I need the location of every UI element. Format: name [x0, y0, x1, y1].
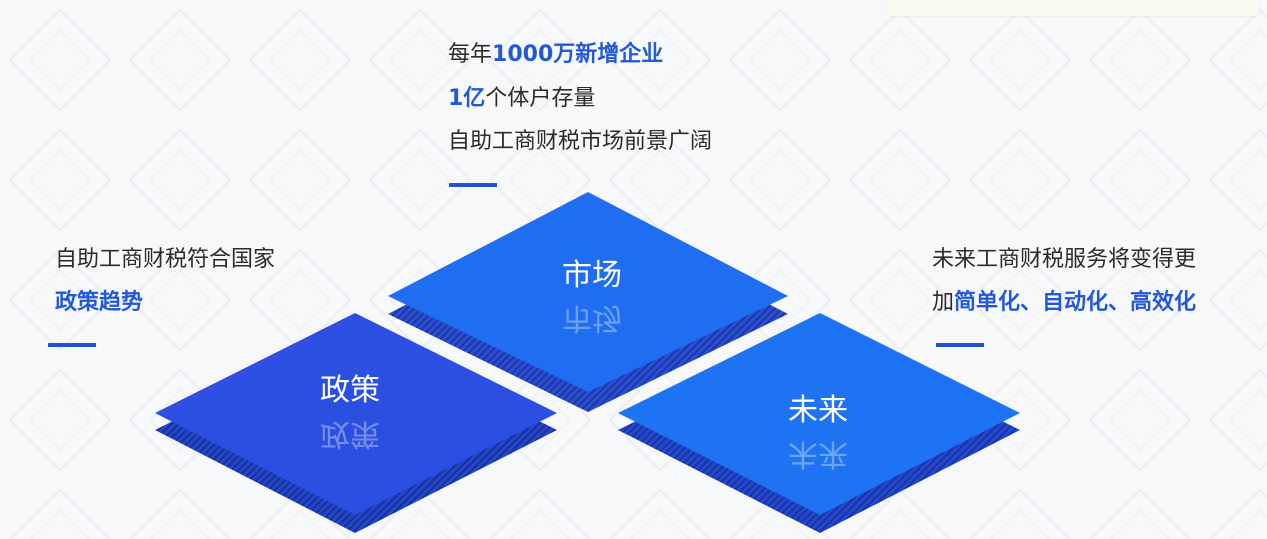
- market-line-1: 每年1000万新增企业: [448, 42, 664, 67]
- market-diamond-label-reflection: 市场: [562, 300, 622, 335]
- policy-line-1: 自助工商财税符合国家: [55, 247, 276, 272]
- future-description: 未来工商财税服务将变得更 加简单化、自动化、高效化: [932, 249, 1232, 319]
- market-diamond: 市场 市场: [388, 192, 788, 412]
- future-accent-bar: [936, 343, 984, 347]
- policy-accent-bar: [48, 343, 96, 347]
- policy-diamond: 政策 政策: [155, 313, 557, 533]
- market-description: 每年1000万新增企业 1亿个体户存量 自助工商财税市场前景广阔: [448, 44, 768, 154]
- future-diamond-label: 未来: [788, 393, 848, 428]
- policy-description: 自助工商财税符合国家 政策趋势: [55, 249, 315, 319]
- future-diamond-top: [618, 313, 1020, 515]
- policy-diamond-label: 政策: [320, 373, 380, 408]
- future-line-2: 加简单化、自动化、高效化: [932, 290, 1197, 315]
- market-accent-bar: [449, 183, 497, 187]
- market-diamond-top: [388, 192, 788, 392]
- policy-diamond-top: [155, 313, 557, 515]
- market-line-2: 1亿个体户存量: [448, 86, 596, 111]
- future-diamond: 未来 未来: [618, 313, 1020, 533]
- market-line-3: 自助工商财税市场前景广阔: [448, 129, 713, 154]
- market-diamond-label: 市场: [562, 258, 622, 293]
- top-right-banner-fragment: [887, 0, 1259, 16]
- policy-diamond-label-reflection: 政策: [320, 416, 380, 451]
- future-diamond-label-reflection: 未来: [788, 436, 848, 471]
- policy-line-2: 政策趋势: [55, 290, 144, 315]
- future-line-1: 未来工商财税服务将变得更: [932, 247, 1197, 272]
